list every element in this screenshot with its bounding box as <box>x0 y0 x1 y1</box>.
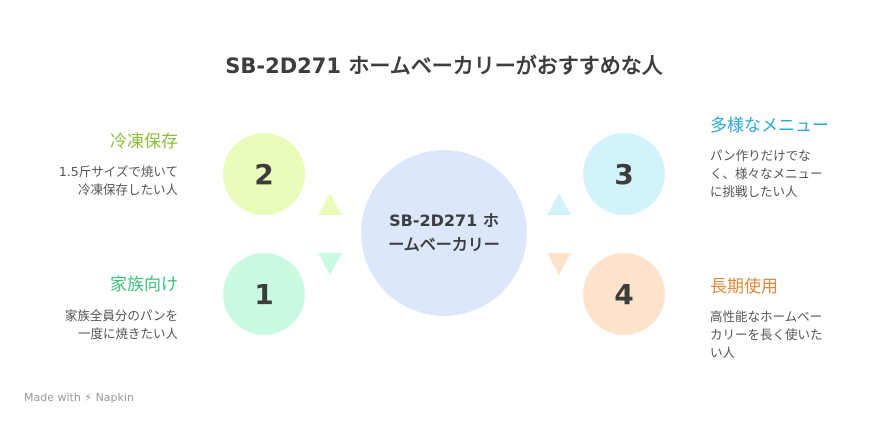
diagram-title: SB-2D271 ホームベーカリーがおすすめな人 <box>225 54 663 78</box>
item-3-description: パン作りだけでな く、様々なメニュー に挑戦したい人 <box>710 147 823 201</box>
item-4-heading: 長期使用 <box>710 277 778 297</box>
brand-label: Napkin <box>95 391 134 404</box>
desc-line: い人 <box>710 345 736 360</box>
made-with-label: Made with <box>24 391 81 404</box>
center-label-line1: SB-2D271 ホ <box>389 211 499 230</box>
arrow-down-icon <box>547 253 571 275</box>
number-circle-1: 1 <box>223 253 305 335</box>
desc-line: パン作りだけでな <box>710 148 811 163</box>
number-circle-2: 2 <box>223 133 305 215</box>
item-2-heading: 冷凍保存 <box>110 132 178 152</box>
item-2-description: 1.5斤サイズで焼いて 冷凍保存したい人 <box>59 163 178 199</box>
desc-line: 一度に焼きたい人 <box>77 326 178 341</box>
desc-line: 冷凍保存したい人 <box>77 182 178 197</box>
number-circle-3: 3 <box>583 133 665 215</box>
center-circle: SB-2D271 ホームベーカリー <box>361 150 527 316</box>
item-1-description: 家族全員分のパンを 一度に焼きたい人 <box>65 307 178 343</box>
desc-line: 家族全員分のパンを <box>64 308 178 323</box>
desc-line: に挑戦したい人 <box>710 184 798 199</box>
desc-line: 高性能なホームベー <box>710 309 823 324</box>
number-circle-4: 4 <box>583 253 665 335</box>
desc-line: 1.5斤サイズで焼いて <box>58 164 178 179</box>
item-1-heading: 家族向け <box>110 275 178 295</box>
desc-line: カリーを長く使いた <box>710 327 823 342</box>
napkin-logo-icon: ⚡ <box>84 391 93 404</box>
center-label-line2: ームベーカリー <box>388 235 500 254</box>
item-4-description: 高性能なホームベー カリーを長く使いた い人 <box>710 308 823 362</box>
arrow-up-icon <box>318 193 342 215</box>
item-3-heading: 多様なメニュー <box>710 116 829 136</box>
desc-line: く、様々なメニュー <box>710 166 823 181</box>
footer-attribution[interactable]: Made with ⚡ Napkin <box>24 391 134 404</box>
arrow-down-icon <box>318 253 342 275</box>
arrow-up-icon <box>547 193 571 215</box>
